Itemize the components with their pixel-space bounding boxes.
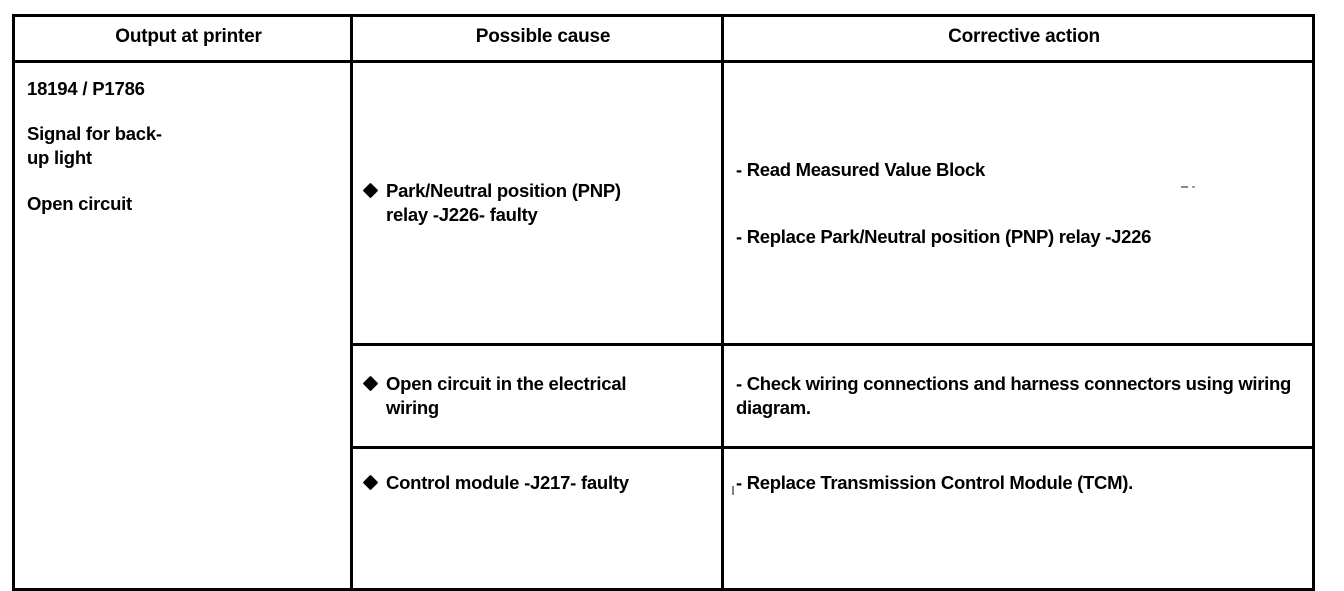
dtc-description: Signal for back- up light — [27, 122, 336, 170]
corrective-action-inner: - Read Measured Value Block - Replace Pa… — [736, 73, 1298, 333]
scan-artifact — [1192, 186, 1195, 188]
possible-cause-line-1: Park/Neutral position (PNP) — [386, 180, 621, 201]
diagnostic-table: Output at printer Possible cause Correct… — [12, 14, 1315, 591]
corrective-action-content: - Check wiring connections and harness c… — [724, 346, 1312, 446]
possible-cause-inner: Open circuit in the electrical wiring — [362, 356, 707, 436]
possible-cause-cell: Open circuit in the electrical wiring — [350, 343, 724, 449]
scan-artifact — [1181, 186, 1188, 188]
corrective-action-inner: - Replace Transmission Control Module (T… — [736, 459, 1298, 578]
document-page: Output at printer Possible cause Correct… — [12, 14, 1315, 591]
possible-cause-line-2: relay -J226- faulty — [386, 204, 538, 225]
possible-cause-content: Control module -J217- faulty — [353, 449, 721, 588]
possible-cause-line-2: wiring — [386, 397, 439, 418]
scan-artifact — [732, 486, 734, 495]
column-header-corrective-action: Corrective action — [721, 14, 1315, 63]
column-header-possible-cause: Possible cause — [350, 14, 724, 63]
diamond-bullet-icon — [362, 474, 379, 491]
dtc-description-line-2: up light — [27, 147, 92, 168]
corrective-action-item: - Read Measured Value Block — [736, 158, 985, 180]
possible-cause-text: Park/Neutral position (PNP) relay -J226-… — [386, 179, 621, 227]
possible-cause-content: Open circuit in the electrical wiring — [353, 346, 721, 446]
possible-cause-inner: Control module -J217- faulty — [362, 459, 707, 578]
diamond-bullet-icon — [362, 182, 379, 199]
diamond-bullet-icon — [362, 375, 379, 392]
possible-cause-cell: Park/Neutral position (PNP) relay -J226-… — [350, 60, 724, 346]
corrective-action-content: - Read Measured Value Block - Replace Pa… — [724, 63, 1312, 343]
output-at-printer-cell: 18194 / P1786 Signal for back- up light … — [12, 60, 353, 591]
possible-cause-content: Park/Neutral position (PNP) relay -J226-… — [353, 63, 721, 343]
table-row: Open circuit in the electrical wiring - … — [14, 343, 1315, 449]
possible-cause-text: Open circuit in the electrical wiring — [386, 372, 707, 420]
corrective-action-content: - Replace Transmission Control Module (T… — [724, 449, 1312, 588]
list-item: Control module -J217- faulty — [362, 471, 629, 495]
possible-cause-text: Control module -J217- faulty — [386, 472, 629, 493]
possible-cause-line-1: Open circuit in the electrical — [386, 373, 627, 394]
list-item: Open circuit in the electrical wiring — [362, 372, 707, 420]
possible-cause-inner: Park/Neutral position (PNP) relay -J226-… — [362, 73, 707, 333]
list-item: Park/Neutral position (PNP) relay -J226-… — [362, 179, 621, 227]
possible-cause-cell: Control module -J217- faulty — [350, 446, 724, 591]
dtc-fault-type: Open circuit — [27, 193, 132, 214]
column-header-output-at-printer-label: Output at printer — [115, 26, 262, 47]
corrective-action-inner: - Check wiring connections and harness c… — [736, 356, 1298, 436]
dtc-description-line-1: Signal for back- — [27, 123, 162, 144]
corrective-action-item: - Replace Transmission Control Module (T… — [736, 472, 1133, 493]
table-row: 18194 / P1786 Signal for back- up light … — [12, 60, 1315, 591]
corrective-action-cell: - Read Measured Value Block - Replace Pa… — [721, 60, 1315, 346]
corrective-action-item: - Check wiring connections and harness c… — [736, 373, 1292, 418]
column-header-output-at-printer: Output at printer — [12, 14, 353, 63]
column-header-possible-cause-label: Possible cause — [475, 26, 611, 47]
corrective-action-item: - Replace Park/Neutral position (PNP) re… — [736, 225, 1152, 247]
column-header-corrective-action-label: Corrective action — [948, 26, 1100, 47]
output-at-printer-content: 18194 / P1786 Signal for back- up light … — [15, 63, 350, 226]
corrective-action-cell: - Check wiring connections and harness c… — [721, 343, 1315, 449]
corrective-action-cell: - Replace Transmission Control Module (T… — [721, 446, 1315, 591]
dtc-code: 18194 / P1786 — [27, 78, 145, 99]
table-header-row: Output at printer Possible cause Correct… — [12, 14, 1315, 63]
